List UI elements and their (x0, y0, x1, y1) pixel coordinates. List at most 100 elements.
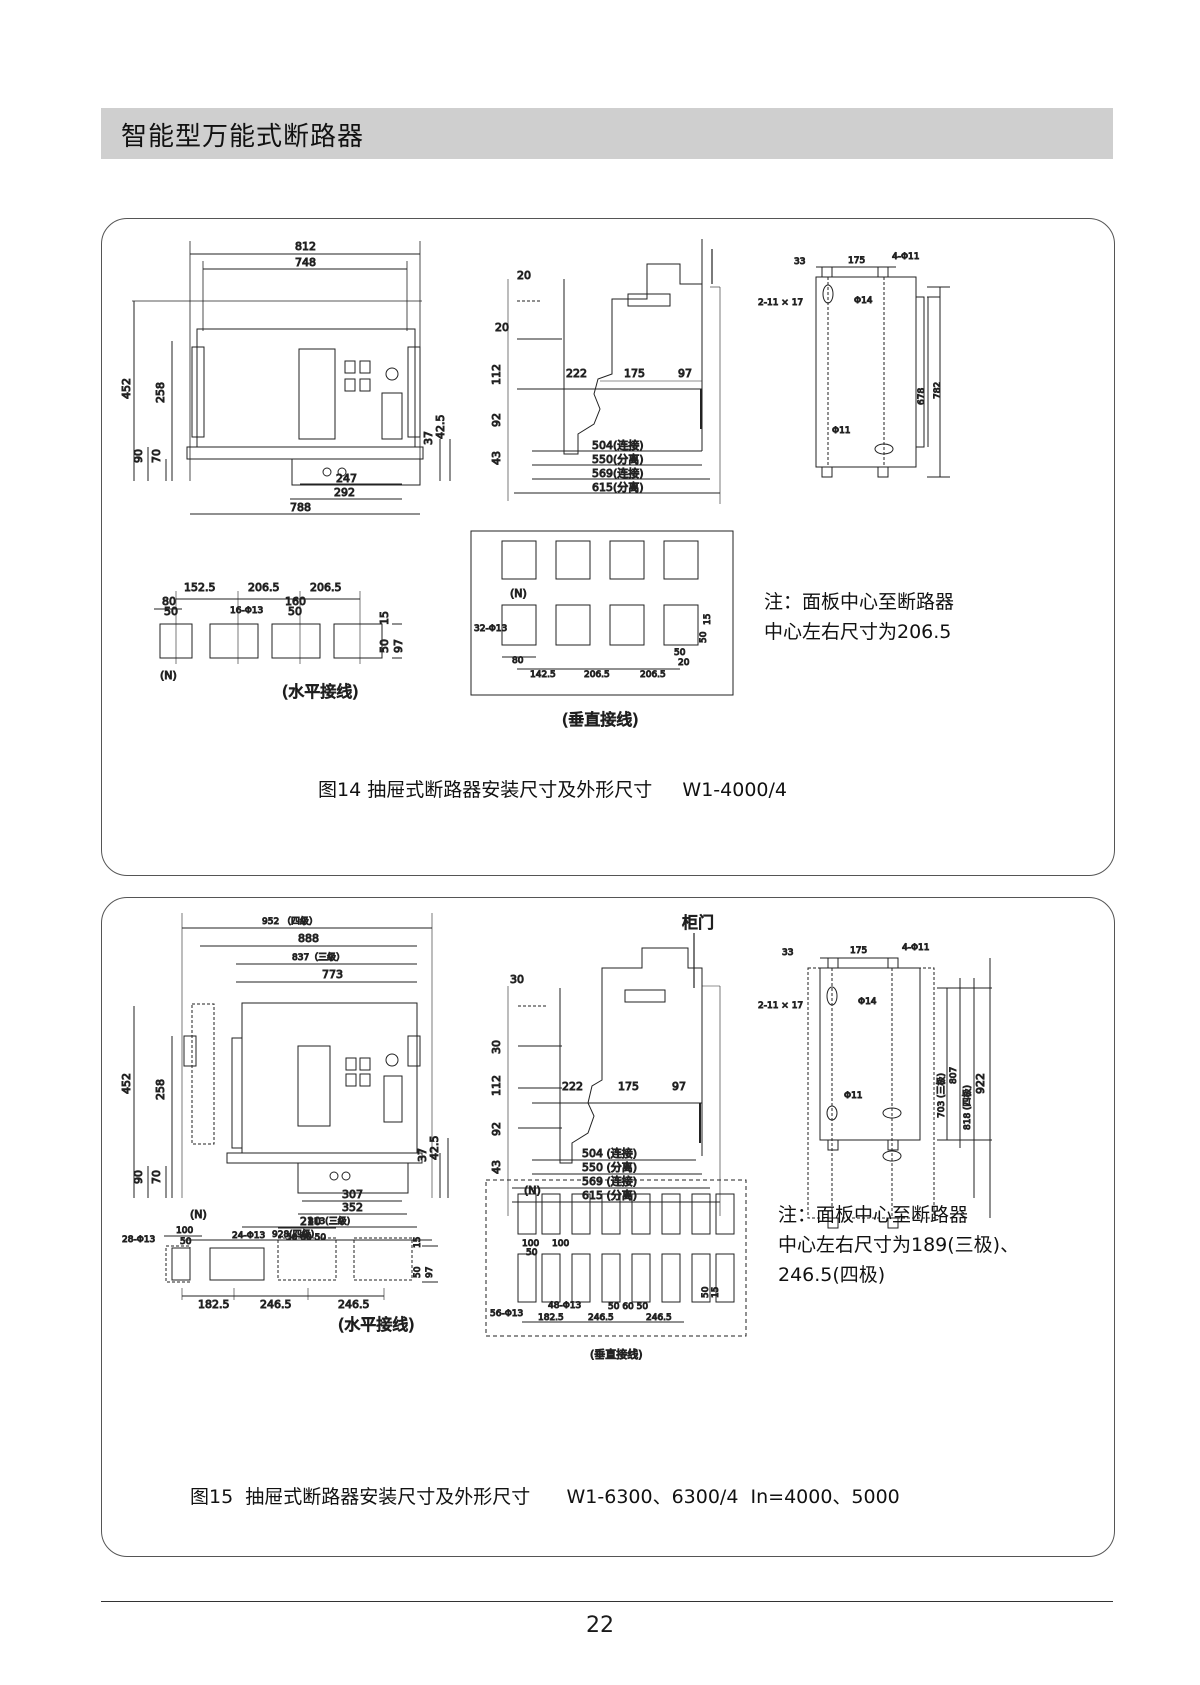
note-line-3-15: 246.5(四极) (778, 1264, 886, 1286)
dim-33-15: 33 (782, 948, 793, 958)
neutral-label-h: (N) (160, 669, 177, 682)
dim-56phi13: 56-Φ13 (490, 1309, 523, 1319)
dim-246-5a-v: 246.5 (588, 1313, 614, 1323)
horizontal-wiring-drawing-15 (164, 1227, 438, 1300)
dim-50v: 50 (674, 648, 686, 658)
dim-504: 504(连接) (592, 439, 644, 452)
figure-14-caption: 图14 抽屉式断路器安装尺寸及外形尺寸 W1-4000/4 (318, 779, 787, 801)
dim-550: 550(分离) (592, 452, 644, 466)
dim-678: 678 (917, 388, 927, 405)
dim-222-15: 222 (562, 1080, 583, 1093)
mounting-view-drawing-15 (807, 957, 992, 1229)
dim-42-5-15: 42.5 (428, 1136, 441, 1161)
dim-30b: 30 (490, 1040, 503, 1054)
dim-70-15: 70 (150, 1170, 163, 1184)
figure-14-panel: 812 748 452 258 90 70 37 42.5 247 292 78… (101, 218, 1115, 876)
vertical-wiring-drawing (470, 530, 734, 696)
neutral-label-h-15: (N) (190, 1208, 207, 1221)
dim-4phi11-15: 4-Φ11 (902, 943, 930, 953)
dim-80v: 80 (512, 656, 524, 666)
dim-50-60-50-v: 50 60 50 (608, 1302, 648, 1312)
section-header-bar: 智能型万能式断路器 (101, 108, 1113, 159)
dim-175-15: 175 (618, 1080, 639, 1093)
dim-748: 748 (295, 256, 316, 269)
dim-773: 773 (322, 968, 343, 981)
note-line-2-15: 中心左右尺寸为189(三极)、 (778, 1234, 1020, 1256)
dim-50bv: 50 (699, 631, 709, 643)
dim-50-v15: 50 (526, 1248, 538, 1258)
dim-888: 888 (298, 932, 319, 945)
cabinet-door-label: 柜门 (682, 913, 714, 932)
vertical-wiring-label: (垂直接线) (562, 710, 639, 729)
dim-28phi13: 28-Φ13 (122, 1235, 155, 1245)
dim-222: 222 (566, 367, 587, 380)
dim-175m-15: 175 (850, 946, 867, 956)
dim-928: 928(四级) (272, 1228, 314, 1240)
dim-160: 160 (285, 595, 306, 608)
dim-246-5b-h: 246.5 (338, 1298, 370, 1311)
dim-15-v15: 15 (711, 1287, 721, 1298)
dim-2x11: 2-11 × 17 (758, 298, 803, 308)
dim-48phi13: 48-Φ13 (548, 1301, 581, 1311)
dim-615: 615(分离) (592, 480, 644, 494)
dim-100-h: 100 (176, 1226, 193, 1236)
dim-50-60-50-h: 50 60 50 (286, 1233, 326, 1243)
dim-97-15: 97 (672, 1080, 686, 1093)
dim-phi11-15: Φ11 (844, 1091, 863, 1101)
horizontal-wiring-label-15: (水平接线) (338, 1315, 415, 1334)
dim-788: 788 (290, 501, 311, 514)
dim-97h: 97 (392, 639, 405, 653)
dim-206-5a: 206.5 (248, 581, 280, 594)
dim-112: 112 (490, 364, 503, 385)
dim-782: 782 (933, 382, 943, 399)
dim-175m: 175 (848, 256, 865, 266)
dim-phi11: Φ11 (832, 426, 851, 436)
note-line-1-15: 注：面板中心至断路器 (778, 1204, 969, 1226)
dim-24phi13: 24-Φ13 (232, 1231, 265, 1241)
dim-352: 352 (342, 1201, 363, 1214)
dim-16phi13: 16-Φ13 (230, 606, 263, 616)
dim-90-15: 90 (132, 1170, 145, 1184)
dim-15: 15 (378, 611, 391, 625)
figure-15-caption: 图15 抽屉式断路器安装尺寸及外形尺寸 W1-6300、6300/4 In=40… (190, 1486, 900, 1508)
dim-90: 90 (132, 449, 145, 463)
dim-30a: 30 (510, 973, 524, 986)
dim-97-h15: 97 (425, 1267, 435, 1278)
dim-50b: 50 (288, 605, 302, 618)
dim-703: 703 (三极) (935, 1073, 947, 1118)
side-view-drawing-15 (507, 933, 721, 1216)
neutral-label-v: (N) (510, 587, 527, 600)
dim-phi14: Φ14 (854, 296, 873, 306)
dim-100a-v: 100 (522, 1239, 539, 1249)
dim-100b-v: 100 (552, 1239, 569, 1249)
dim-812: 812 (295, 240, 316, 253)
figure-14-drawing: 812 748 452 258 90 70 37 42.5 247 292 78… (120, 239, 950, 730)
dim-32phi13: 32-Φ13 (474, 624, 507, 634)
dim-206-5vb: 206.5 (640, 670, 666, 680)
dim-504-15: 504 (连接) (582, 1147, 637, 1160)
dim-50-h: 50 (180, 1237, 192, 1247)
note-line-2: 中心左右尺寸为206.5 (764, 621, 952, 643)
footer-rule (101, 1601, 1113, 1602)
dim-37: 37 (422, 431, 435, 445)
dim-2x11-15: 2-11 × 17 (758, 1001, 803, 1011)
dim-952: 952 （四级） (262, 915, 318, 927)
dim-50b-h15: 50 (413, 1266, 423, 1278)
dim-70: 70 (150, 449, 163, 463)
dim-569: 569(连接) (592, 467, 644, 480)
dim-152-5: 152.5 (184, 581, 216, 594)
page-number: 22 (586, 1613, 614, 1638)
dim-813: 813(三级) (308, 1215, 350, 1227)
dim-4phi11: 4-Φ11 (892, 252, 920, 262)
dim-50: 50 (164, 605, 178, 618)
dim-43-15: 43 (490, 1160, 503, 1174)
dim-837: 837（三级） (292, 951, 345, 963)
dim-247: 247 (336, 472, 357, 485)
dim-246-5a-h: 246.5 (260, 1298, 292, 1311)
dim-phi14-15: Φ14 (858, 997, 877, 1007)
dim-92-15: 92 (490, 1122, 503, 1136)
dim-452-15: 452 (120, 1073, 133, 1094)
dim-20b: 20 (495, 321, 509, 334)
figure-15-drawing: 952 （四级） 888 837（三级） 773 452 258 90 70 3… (120, 913, 992, 1362)
dim-550-15: 550 (分离) (582, 1160, 637, 1174)
